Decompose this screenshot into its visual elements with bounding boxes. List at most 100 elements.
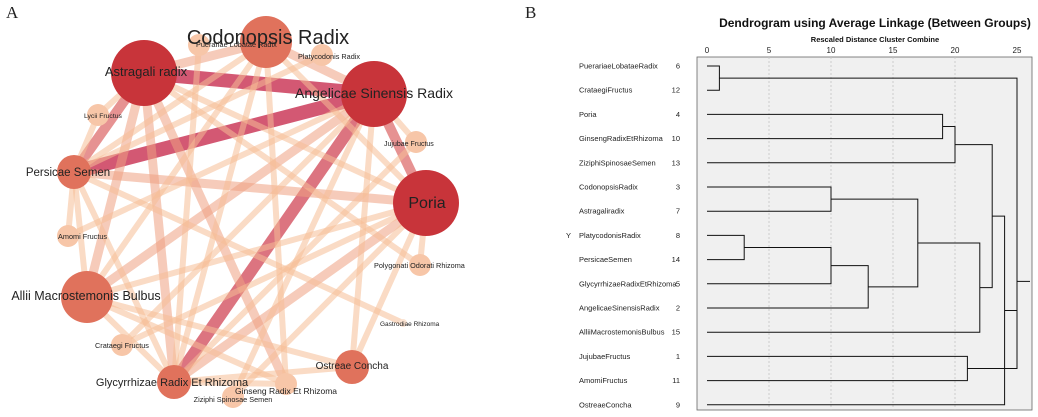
leaf-label-PersicaeSemen: PersicaeSemen — [579, 255, 632, 264]
network-edge-crataegi-angelicae — [119, 91, 377, 348]
leaf-number-2: 2 — [676, 304, 680, 313]
network-node-label-ginseng: Ginseng Radix Et Rhizoma — [235, 386, 337, 396]
network-node-label-crataegi: Crataegi Fructus — [95, 341, 149, 350]
network-node-persicae — [57, 155, 91, 189]
dendrogram-link-c14 — [967, 194, 1018, 369]
leaf-number-1: 1 — [676, 352, 680, 361]
network-edge-codonopsis-allii — [84, 40, 269, 299]
dendrogram-row-marker: Y — [566, 231, 571, 240]
leaf-label-Astragaliradix: Astragaliradix — [579, 207, 625, 216]
network-node-label-allii: Allii Macrostemonis Bulbus — [11, 289, 160, 303]
network-node-label-platycodonis: Platycodonis Radix — [298, 52, 360, 61]
leaf-number-15: 15 — [672, 328, 680, 337]
leaf-label-GinsengRadixEtRhizoma: GinsengRadixEtRhizoma — [579, 134, 664, 143]
network-node-glycyrrhizae — [157, 365, 191, 399]
network-edge-ostreae-allii — [86, 294, 353, 370]
network-edge-codonopsis-persicae — [72, 39, 268, 175]
dendrogram-title: Dendrogram using Average Linkage (Betwee… — [719, 16, 1031, 30]
network-node-label-persicae: Persicae Semen — [26, 167, 110, 179]
leaf-number-7: 7 — [676, 207, 680, 216]
axis-tick-label-10: 10 — [827, 46, 836, 55]
axis-tick-label-0: 0 — [705, 46, 710, 55]
network-node-label-ostreae: Ostreae Concha — [316, 361, 389, 372]
network-nodes — [57, 16, 459, 408]
leaf-number-13: 13 — [672, 158, 680, 167]
leaf-number-8: 8 — [676, 231, 680, 240]
network-node-label-ziziphi: Ziziphi Spinosae Semen — [194, 395, 273, 404]
network-edge-puerariae-glycyrrhizae — [171, 44, 202, 383]
leaf-label-GlycyrrhizaeRadixEtRhizoma: GlycyrrhizaeRadixEtRhizoma — [579, 279, 677, 288]
axis-tick-label-15: 15 — [889, 46, 898, 55]
dendrogram-plot-area — [696, 56, 1033, 411]
leaf-number-4: 4 — [676, 110, 680, 119]
network-node-polygonati — [409, 254, 431, 276]
network-node-gastrodiae — [399, 319, 407, 327]
leaf-label-CrataegiFructus: CrataegiFructus — [579, 86, 633, 95]
network-node-label-amomi: Amomi Fructus — [58, 232, 107, 241]
leaf-number-9: 9 — [676, 400, 680, 409]
network-edge-polygonati-astragali — [142, 70, 422, 268]
leaf-label-PuerariaeLobataeRadix: PuerariaeLobataeRadix — [579, 62, 658, 71]
network-edge-ziziphi-poria — [230, 200, 429, 400]
network-node-label-puerariae: Puerariae Lobatae Radix — [196, 40, 277, 49]
leaf-label-ZiziphiSpinosaeSemen: ZiziphiSpinosaeSemen — [579, 158, 656, 167]
panel-b-letter: B — [525, 3, 536, 22]
network-node-label-gastrodiae: Gastrodiae Rhizoma — [380, 321, 440, 328]
network-edge-astragali-allii — [82, 71, 149, 299]
leaf-number-14: 14 — [672, 255, 680, 264]
network-node-label-polygonati: Polygonati Odorati Rhizoma — [374, 261, 466, 270]
network-node-lycii — [87, 104, 109, 126]
network-edges — [65, 37, 431, 400]
leaf-label-Poria: Poria — [579, 110, 597, 119]
network-edge-angelicae-allii — [84, 90, 377, 301]
network-edge-gastrodiae-persicae — [72, 169, 405, 326]
network-node-label-glycyrrhizae: Glycyrrhizae Radix Et Rhizoma — [96, 377, 249, 389]
network-node-allii — [61, 271, 113, 323]
network-node-platycodonis — [311, 44, 333, 66]
network-edge-persicae-glycyrrhizae — [71, 170, 177, 384]
network-node-label-astragali: Astragali radix — [105, 64, 188, 79]
axis-tick-label-25: 25 — [1013, 46, 1022, 55]
network-edge-angelicae-ziziphi — [230, 92, 377, 399]
leaf-number-5: 5 — [676, 279, 680, 288]
network-edge-allii-ginseng — [85, 294, 288, 387]
axis-tick-label-5: 5 — [767, 46, 772, 55]
network-node-label-codonopsis: Codonopsis Radix — [187, 27, 349, 49]
leaf-number-10: 10 — [672, 134, 680, 143]
network-node-ostreae — [335, 350, 369, 384]
panel-a-letter: A — [6, 3, 19, 22]
network-edge-jujubae-glycyrrhizae — [171, 139, 419, 385]
network-node-label-jujubae: Jujubae Fructus — [384, 141, 434, 148]
leaf-label-OstreaeConcha: OstreaeConcha — [579, 400, 632, 409]
network-node-astragali — [111, 40, 177, 106]
leaf-label-AlliiMacrostemonisBulbus: AlliiMacrostemonisBulbus — [579, 328, 665, 337]
network-node-ginseng — [275, 373, 297, 395]
network-node-poria — [393, 170, 459, 236]
network-node-label-lycii: Lycii Fructus — [84, 113, 122, 120]
network-node-ziziphi — [222, 386, 244, 408]
leaf-number-6: 6 — [676, 62, 680, 71]
network-edge-allii-poria — [86, 200, 427, 300]
network-edge-glycyrrhizae-angelicae — [169, 90, 379, 386]
network-node-amomi — [57, 225, 79, 247]
leaf-label-AngelicaeSinensisRadix: AngelicaeSinensisRadix — [579, 304, 660, 313]
leaf-label-CodonopsisRadix: CodonopsisRadix — [579, 183, 638, 192]
network-node-crataegi — [111, 334, 133, 356]
leaf-label-JujubaeFructus: JujubaeFructus — [579, 352, 631, 361]
panel-b-dendrogram: B Dendrogram using Average Linkage (Betw… — [525, 3, 1033, 411]
dendrogram-links — [707, 65, 1030, 406]
axis-tick-label-20: 20 — [951, 46, 960, 55]
network-node-codonopsis — [240, 16, 292, 68]
network-node-jujubae — [405, 131, 427, 153]
network-edge-amomi-angelicae — [66, 91, 376, 239]
network-node-puerariae — [188, 34, 210, 56]
leaf-label-AmomiFructus: AmomiFructus — [579, 376, 628, 385]
leaf-number-12: 12 — [672, 86, 680, 95]
dendrogram-subtitle: Rescaled Distance Cluster Combine — [811, 35, 939, 44]
leaf-number-3: 3 — [676, 183, 680, 192]
leaf-label-PlatycodonisRadix: PlatycodonisRadix — [579, 231, 641, 240]
